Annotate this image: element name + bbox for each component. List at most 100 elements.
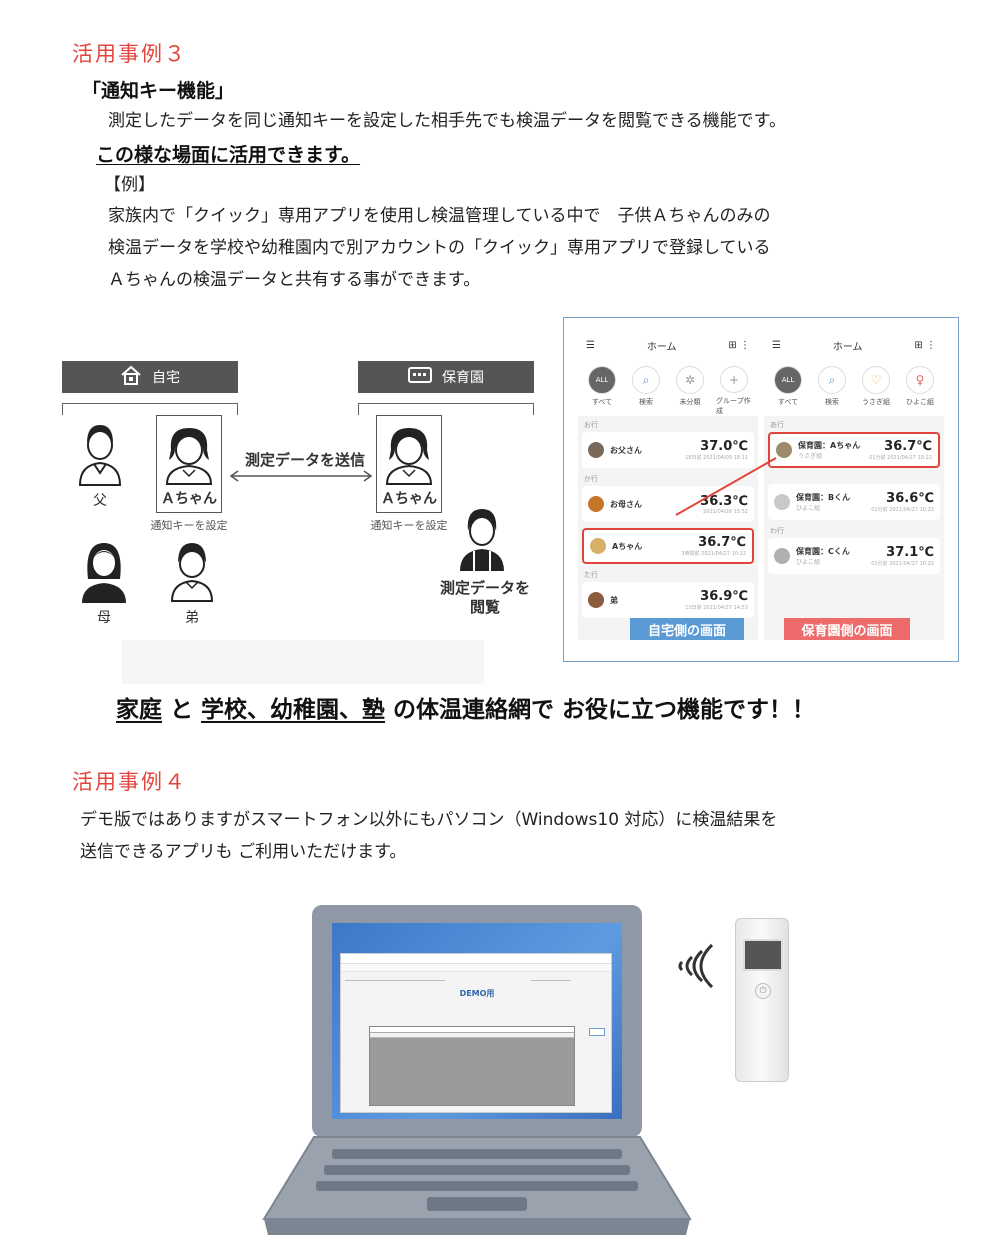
app-menubar <box>341 964 611 972</box>
father-label: 父 <box>93 493 107 509</box>
circle-search[interactable]: ⌕検索 <box>628 366 664 416</box>
heart-icon: ♡ <box>862 366 890 394</box>
case4-line-2: 送信できるアプリも ご利用いただけます。 <box>80 842 407 862</box>
avatar <box>588 496 604 512</box>
circle-label: すべて <box>591 398 613 406</box>
mother-label: 母 <box>97 610 111 626</box>
demo-app-window: DEMO用 <box>340 953 612 1113</box>
slogan-part-1: 家庭 <box>116 697 162 723</box>
circle-create-group[interactable]: + グループ作成 <box>716 366 752 416</box>
circle-search[interactable]: ⌕検索 <box>814 366 850 416</box>
case4-title: 活用事例４ <box>72 770 187 794</box>
balloon-icon: ♀ <box>906 366 934 394</box>
entry-time: 3時間前 2021/04/27 10:22 <box>681 551 746 557</box>
laptop-keyboard-base <box>262 1136 692 1235</box>
circle-label: うさぎ組 <box>862 398 890 406</box>
nursery-label: 保育園 <box>442 370 484 386</box>
view-label-1: 測定データを <box>439 579 530 597</box>
home-topbar: ☰ ホーム ⊞ ⋮ <box>578 330 758 360</box>
avatar <box>590 538 606 554</box>
nursery-screen-caption: 保育園側の画面 <box>784 618 910 640</box>
case3-subtitle: 「通知キー機能」 <box>82 80 235 102</box>
plus-icon: + <box>720 366 748 393</box>
teacher-figure <box>452 501 512 577</box>
home-screen-caption: 自宅側の画面 <box>630 618 744 640</box>
more-icon[interactable]: ⊞ ⋮ <box>728 339 750 351</box>
more-icon[interactable]: ⊞ ⋮ <box>914 339 936 351</box>
entry-time: 01分前 2021/04/27 10:22 <box>869 455 932 461</box>
child-label-nursery: Ａちゃん <box>381 491 437 507</box>
thermometer-device: ⏻ <box>735 918 789 1082</box>
case4-line-1: デモ版ではありますがスマートフォン以外にもパソコン（Windows10 対応）に… <box>80 810 778 830</box>
table-row <box>370 1033 574 1038</box>
circle-label: 検索 <box>825 398 839 406</box>
app-button[interactable] <box>589 1028 605 1036</box>
father-figure <box>74 419 126 491</box>
circle-unsorted[interactable]: ✲ 未分類 <box>672 366 708 416</box>
entry-name: Aちゃん <box>612 541 643 551</box>
menu-icon[interactable]: ☰ <box>586 339 595 351</box>
circle-label: 未分類 <box>679 398 701 406</box>
diagram-shadow <box>122 640 484 684</box>
table-header <box>370 1027 574 1033</box>
child-icon-nursery <box>385 428 433 485</box>
sharing-diagram: 自宅 保育園 父 Ａちゃん 通知キーを設定 <box>60 355 550 645</box>
send-label: 測定データを送信 <box>244 451 365 469</box>
menu-icon[interactable]: ☰ <box>772 339 781 351</box>
entry-time: 13日前 2021/04/27 14:53 <box>685 605 748 611</box>
app-data-table <box>369 1026 575 1106</box>
entry-time: 18日前 2021/04/09 18:11 <box>685 455 748 461</box>
avatar <box>776 442 792 458</box>
nursery-screen-title: ホーム <box>832 341 863 353</box>
child-card-home: Ａちゃん <box>156 415 222 513</box>
avatar <box>588 442 604 458</box>
entry-temp: 37.1℃ <box>886 545 934 560</box>
avatar <box>588 592 604 608</box>
app-field[interactable] <box>531 976 571 981</box>
entry-temp: 36.7℃ <box>884 439 932 454</box>
circle-label: グループ作成 <box>716 397 751 415</box>
example-line-1: 家族内で「クイック」専用アプリを使用し検温管理している中で 子供Ａちゃんのみの <box>108 206 771 226</box>
example-line-2: 検温データを学校や幼稚園内で別アカウントの「クイック」専用アプリで登録している <box>108 238 771 258</box>
circle-usagi[interactable]: ♡ うさぎ組 <box>858 366 894 416</box>
home-bracket <box>62 403 238 415</box>
app-field[interactable] <box>345 976 445 981</box>
notify-key-home: 通知キーを設定 <box>150 519 228 532</box>
entry-name: 保育園：Aちゃん <box>798 441 861 450</box>
search-icon: ⌕ <box>632 366 660 394</box>
example-label: 【例】 <box>104 175 155 195</box>
teacher-icon <box>460 509 504 571</box>
child-label-home: Ａちゃん <box>161 491 217 507</box>
view-label-2: 閲覧 <box>469 598 500 616</box>
slogan-part-4: の体温連絡網で お役に立つ機能です！！ <box>385 697 816 723</box>
entry-time: 2021/04/26 15:52 <box>703 508 748 515</box>
thermometer-display <box>743 939 783 971</box>
group-header: か行 <box>584 475 598 483</box>
avatar <box>774 548 790 564</box>
entry-temp: 37.0℃ <box>700 439 748 454</box>
scene-heading: この様な場面に活用できます。 <box>96 144 361 166</box>
nursery-topbar: ☰ ホーム ⊞ ⋮ <box>764 330 944 360</box>
group-header: お行 <box>584 421 598 429</box>
group-header: た行 <box>584 571 598 579</box>
laptop-illustration: DEMO用 <box>262 905 692 1240</box>
power-button-icon[interactable]: ⏻ <box>755 983 771 999</box>
entry-temp: 36.6℃ <box>886 491 934 506</box>
home-label: 自宅 <box>152 370 180 386</box>
sparkle-icon: ✲ <box>676 366 704 394</box>
brother-figure <box>166 537 218 607</box>
notify-key-nursery: 通知キーを設定 <box>370 519 448 532</box>
circle-hiyoko[interactable]: ♀ひよこ組 <box>902 366 938 416</box>
